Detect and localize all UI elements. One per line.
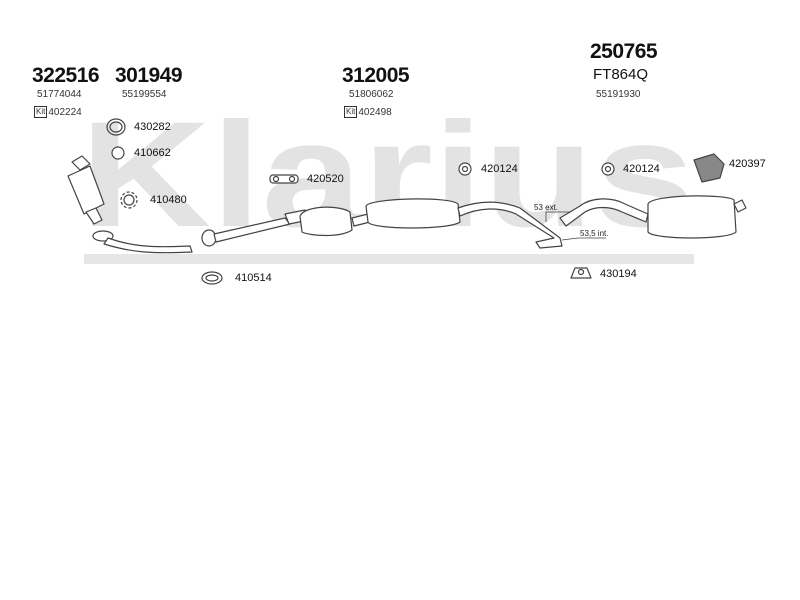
bracket-420397[interactable] (693, 153, 725, 183)
oem-number-301949: 55199554 (122, 89, 167, 100)
dimension-lines (545, 211, 606, 241)
kit-402498[interactable]: Kit 402498 (344, 106, 392, 118)
part-number-301949[interactable]: 301949 (115, 64, 183, 87)
kit-number: 402498 (358, 106, 392, 118)
mount-420520[interactable] (269, 174, 299, 184)
note-ext-length: 53 ext. (534, 203, 559, 212)
ref-410480[interactable]: 410480 (150, 194, 187, 206)
variant-code: FT864Q (593, 66, 649, 83)
rear-silencer-part[interactable] (559, 195, 747, 239)
ref-420124-right[interactable]: 420124 (623, 163, 660, 175)
gasket-410480[interactable] (120, 191, 138, 209)
ref-430194[interactable]: 430194 (600, 268, 637, 280)
kit-badge: Kit (344, 106, 358, 118)
klarius-watermark: Klarius (80, 90, 700, 258)
ref-410514[interactable]: 410514 (235, 272, 272, 284)
rubber-hanger-420124-left[interactable] (458, 162, 472, 176)
ref-420124-left[interactable]: 420124 (481, 163, 518, 175)
oem-number-322516: 51774044 (37, 89, 82, 100)
ring-410662[interactable] (111, 146, 125, 160)
gasket-410514[interactable] (201, 271, 223, 285)
rubber-hanger-420124-right[interactable] (601, 162, 615, 176)
watermark-text: Klarius (80, 118, 695, 236)
part-number-312005[interactable]: 312005 (342, 64, 410, 87)
oem-number-312005: 51806062 (349, 89, 394, 100)
ref-430282[interactable]: 430282 (134, 121, 171, 133)
hanger-430194[interactable] (570, 267, 592, 279)
catalytic-converter-part[interactable] (67, 155, 105, 225)
ref-420397[interactable]: 420397 (729, 158, 766, 170)
kit-badge: Kit (34, 106, 48, 118)
oem-number-250765: 55191930 (596, 89, 641, 100)
ref-420520[interactable]: 420520 (307, 173, 344, 185)
part-number-250765[interactable]: 250765 (590, 40, 658, 63)
kit-number: 402224 (48, 106, 82, 118)
clamp-430282[interactable] (106, 118, 126, 136)
watermark-band (84, 254, 694, 264)
middle-section-part[interactable] (201, 198, 563, 249)
part-number-322516[interactable]: 322516 (32, 64, 100, 87)
note-int-length: 53,5 int. (580, 229, 609, 238)
kit-402224[interactable]: Kit 402224 (34, 106, 82, 118)
ref-410662[interactable]: 410662 (134, 147, 171, 159)
front-pipe-part[interactable] (92, 230, 193, 254)
